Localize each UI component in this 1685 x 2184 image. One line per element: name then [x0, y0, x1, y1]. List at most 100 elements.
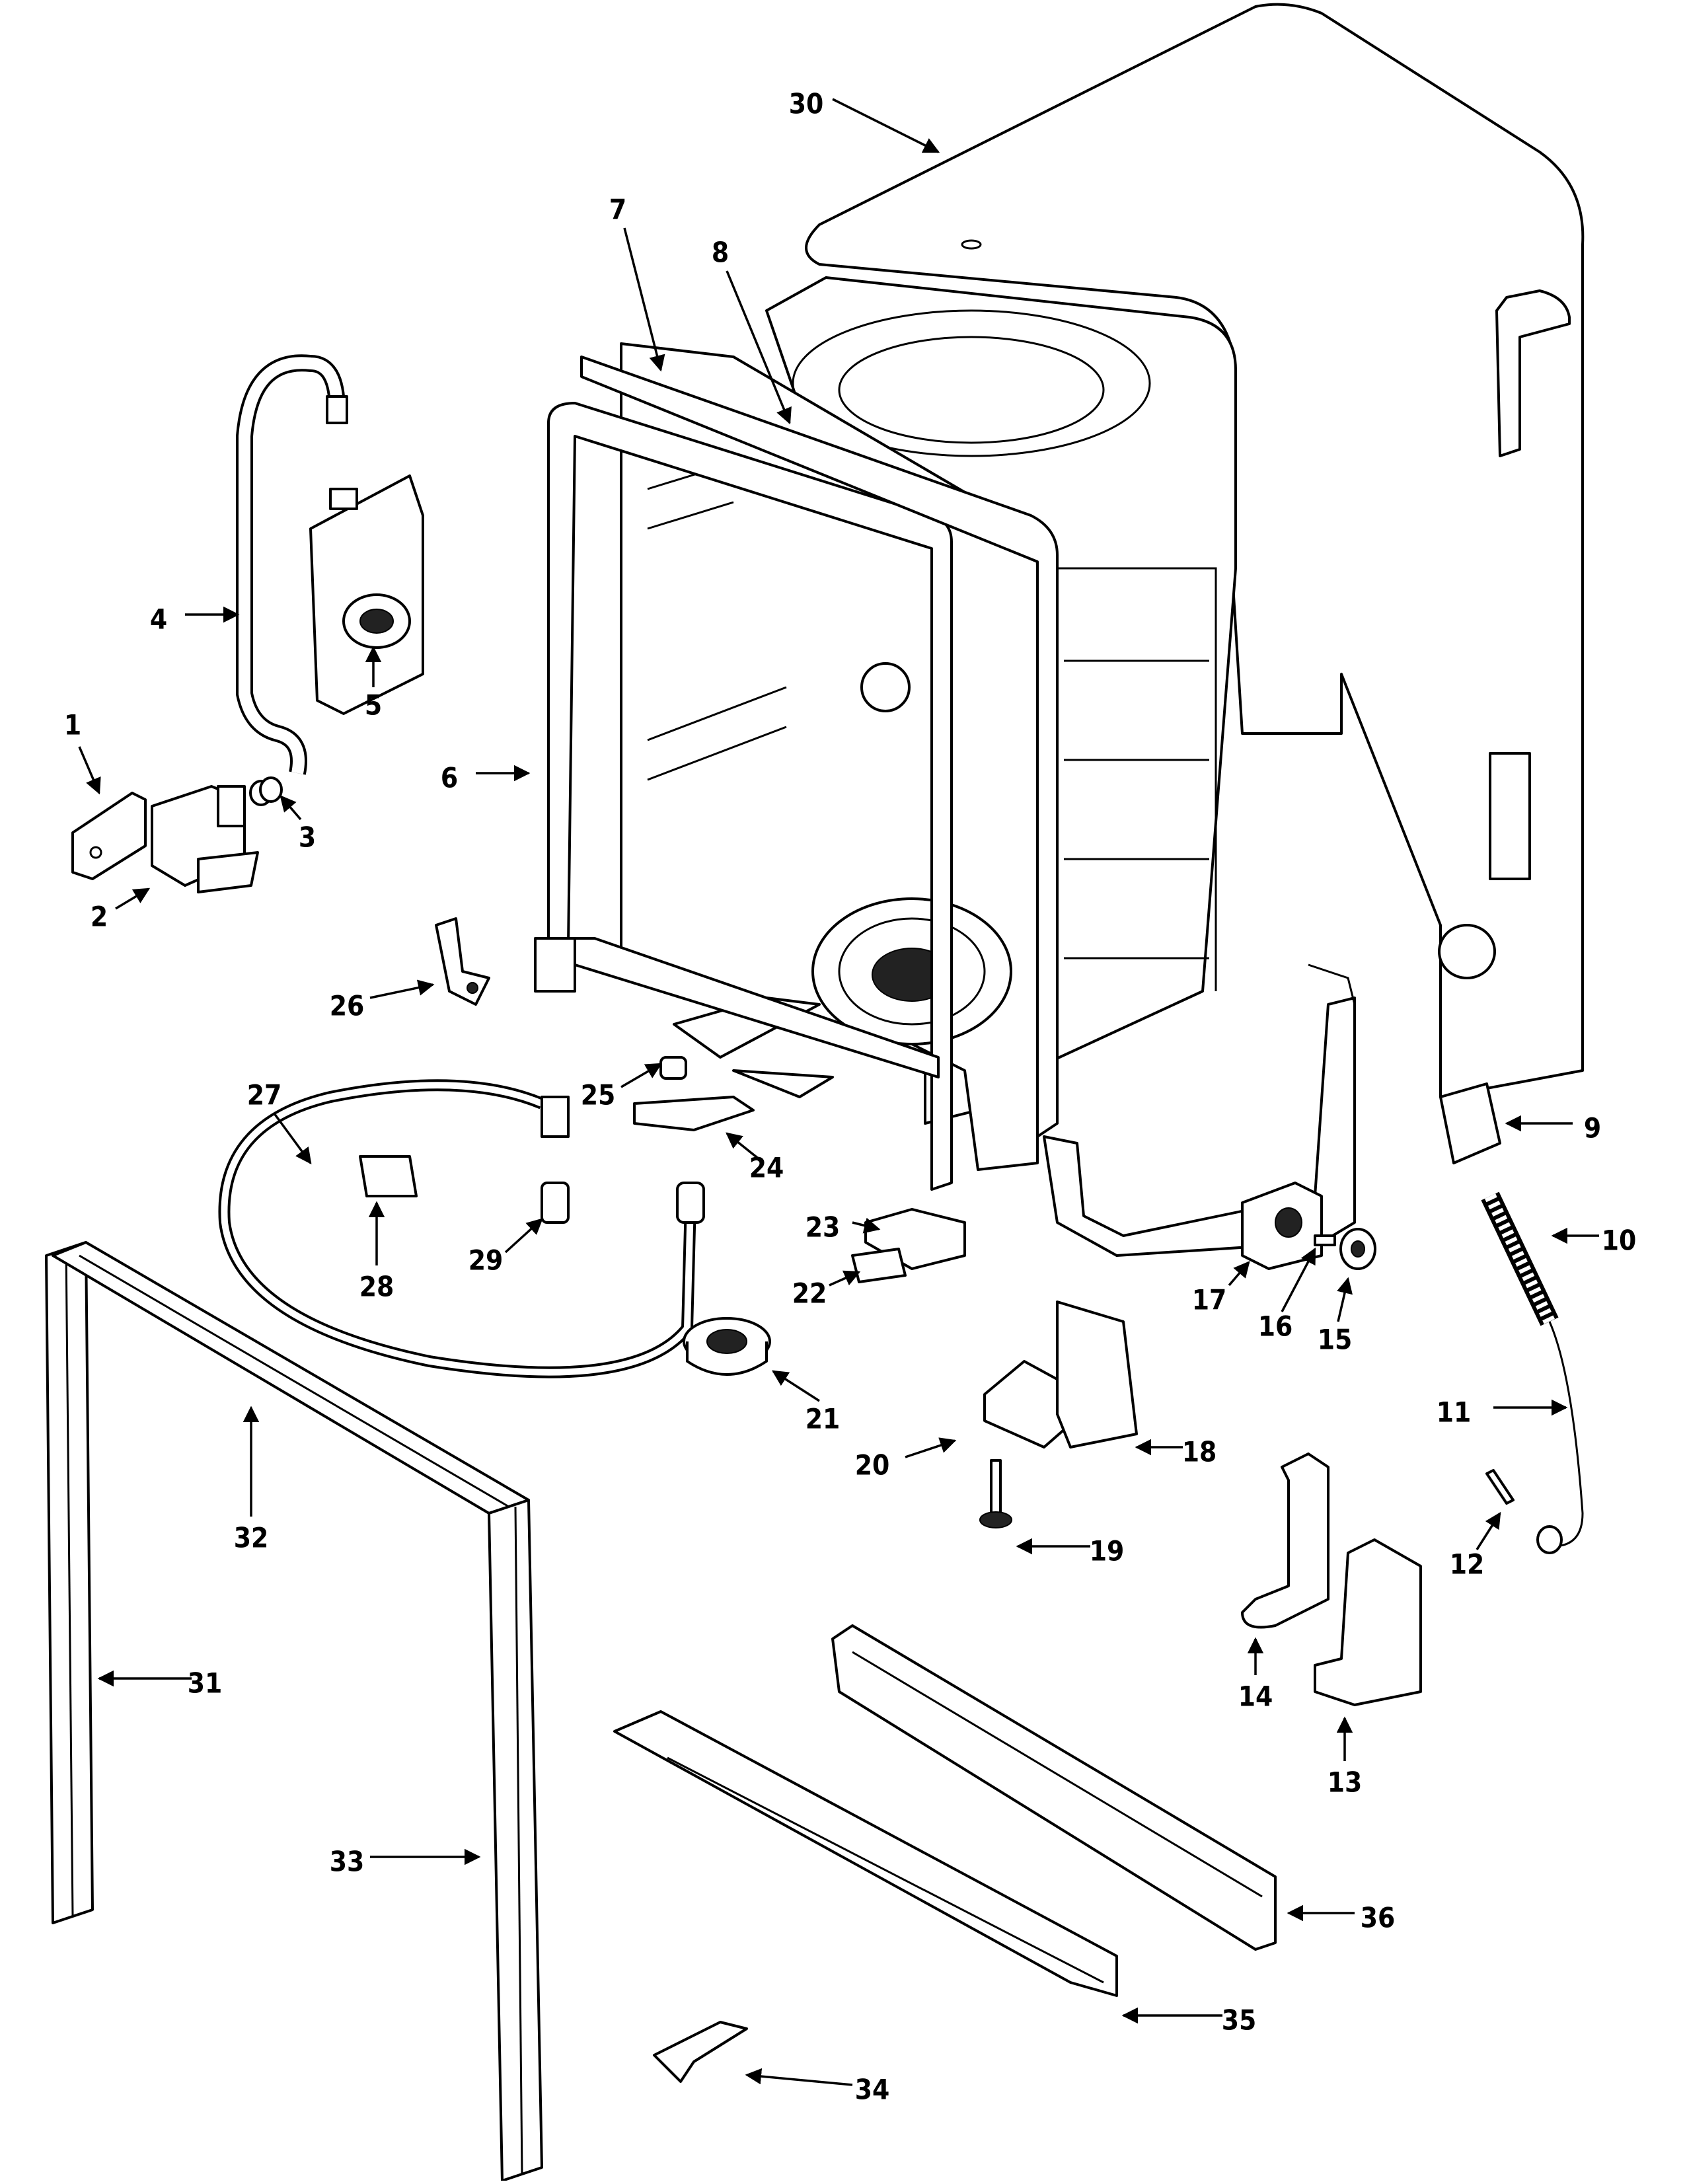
callout-33: 33 — [330, 1846, 481, 1878]
callout-label-31: 31 — [188, 1667, 223, 1700]
callout-leader-1 — [78, 746, 101, 795]
callout-label-34: 34 — [855, 2074, 890, 2106]
callout-leader-29 — [504, 1218, 543, 1254]
callout-36: 36 — [1287, 1902, 1396, 1934]
part-5-dispenser — [309, 474, 424, 715]
callout-label-1: 1 — [64, 709, 81, 741]
part-6-tub-gasket — [534, 356, 1059, 1191]
callout-label-21: 21 — [805, 1403, 841, 1435]
callout-22: 22 — [792, 1270, 861, 1310]
callout-leader-7 — [623, 227, 665, 372]
callout-label-35: 35 — [1222, 2004, 1257, 2037]
callout-label-8: 8 — [712, 237, 729, 269]
callout-27: 27 — [247, 1079, 312, 1164]
callout-label-23: 23 — [805, 1211, 841, 1244]
part-25-float — [659, 1056, 687, 1080]
callout-leader-21 — [771, 1370, 820, 1402]
part-29-hose-fitting — [541, 1182, 570, 1224]
part-14-hinge-bracket — [1241, 1452, 1329, 1629]
part-18-mounting-bracket — [1056, 1300, 1138, 1449]
callout-4: 4 — [150, 603, 240, 636]
callout-label-20: 20 — [855, 1449, 890, 1482]
part-1-valve-bracket — [71, 792, 147, 880]
callout-12: 12 — [1450, 1511, 1501, 1581]
callout-label-36: 36 — [1361, 1902, 1396, 1934]
callout-label-30: 30 — [789, 88, 824, 120]
callout-31: 31 — [97, 1667, 223, 1700]
callout-label-27: 27 — [247, 1079, 282, 1111]
callout-layer: 1234567891011121314151617181920212223242… — [64, 88, 1636, 2106]
part-35-toe-panel — [613, 1710, 1118, 1997]
callout-leader-34 — [745, 2068, 853, 2086]
callout-2: 2 — [91, 887, 151, 933]
part-12-pin — [1485, 1469, 1515, 1505]
callout-label-12: 12 — [1450, 1548, 1485, 1581]
callout-leader-8 — [726, 270, 792, 425]
part-28-hose-clip — [359, 1155, 418, 1197]
part-27-drain-hose — [218, 1079, 705, 1378]
callout-label-29: 29 — [468, 1244, 504, 1277]
callout-label-32: 32 — [234, 1522, 269, 1554]
callout-30: 30 — [789, 88, 940, 153]
callout-17: 17 — [1192, 1261, 1250, 1316]
part-33-side-frame-right — [488, 1499, 543, 2182]
callout-28: 28 — [359, 1201, 394, 1303]
part-3-hose-clamp — [249, 776, 283, 806]
callout-label-17: 17 — [1192, 1284, 1227, 1316]
callout-label-2: 2 — [91, 901, 108, 933]
base-frame — [1043, 963, 1356, 1257]
part-9-spring-bracket — [1439, 1082, 1501, 1164]
callout-18: 18 — [1135, 1436, 1217, 1468]
callout-13: 13 — [1328, 1716, 1363, 1799]
callout-29: 29 — [468, 1218, 543, 1277]
callout-15: 15 — [1318, 1277, 1353, 1356]
callout-leader-26 — [369, 979, 435, 999]
callout-21: 21 — [771, 1370, 841, 1435]
part-19-leveling-leg — [979, 1459, 1012, 1528]
callout-1: 1 — [64, 709, 101, 795]
part-4-fill-hose — [236, 354, 348, 775]
callout-label-22: 22 — [792, 1277, 827, 1310]
part-13-side-trim — [1314, 1538, 1422, 1706]
callout-label-6: 6 — [441, 762, 458, 794]
callout-25: 25 — [581, 1063, 663, 1111]
callout-label-19: 19 — [1090, 1535, 1125, 1567]
callout-label-10: 10 — [1602, 1224, 1637, 1257]
callout-label-11: 11 — [1437, 1396, 1472, 1429]
part-31-side-frame-left — [45, 1241, 94, 1924]
part-34-clip — [653, 2021, 748, 2083]
part-22-thermostat — [851, 1248, 907, 1283]
part-21-drain-pump — [683, 1317, 771, 1376]
callout-label-14: 14 — [1238, 1680, 1273, 1713]
callout-leader-12 — [1476, 1511, 1501, 1550]
callout-label-18: 18 — [1182, 1436, 1217, 1468]
callout-35: 35 — [1121, 2004, 1257, 2037]
part-10-door-spring — [1481, 1191, 1559, 1326]
part-11-cable — [1536, 1321, 1584, 1554]
callout-label-28: 28 — [359, 1271, 394, 1303]
callout-label-9: 9 — [1584, 1112, 1601, 1145]
callout-10: 10 — [1551, 1224, 1637, 1257]
callout-leader-2 — [115, 887, 151, 910]
callout-label-15: 15 — [1318, 1324, 1353, 1356]
callout-23: 23 — [805, 1211, 881, 1244]
callout-8: 8 — [712, 237, 792, 425]
callout-label-5: 5 — [365, 689, 382, 722]
part-17-wheel-bracket — [1241, 1182, 1323, 1270]
callout-leader-16 — [1281, 1247, 1316, 1312]
callout-label-4: 4 — [150, 603, 167, 636]
callout-32: 32 — [234, 1406, 269, 1554]
callout-leader-27 — [273, 1112, 312, 1164]
callout-leader-25 — [620, 1063, 663, 1088]
callout-20: 20 — [855, 1437, 957, 1482]
callout-label-7: 7 — [609, 194, 626, 226]
callout-6: 6 — [441, 762, 531, 794]
part-36-access-panel — [831, 1624, 1277, 1951]
callout-leader-30 — [832, 98, 940, 153]
callout-19: 19 — [1016, 1535, 1125, 1567]
callout-leader-15 — [1337, 1277, 1353, 1322]
callout-label-13: 13 — [1328, 1766, 1363, 1799]
callout-label-25: 25 — [581, 1079, 616, 1111]
callout-24: 24 — [726, 1132, 784, 1184]
